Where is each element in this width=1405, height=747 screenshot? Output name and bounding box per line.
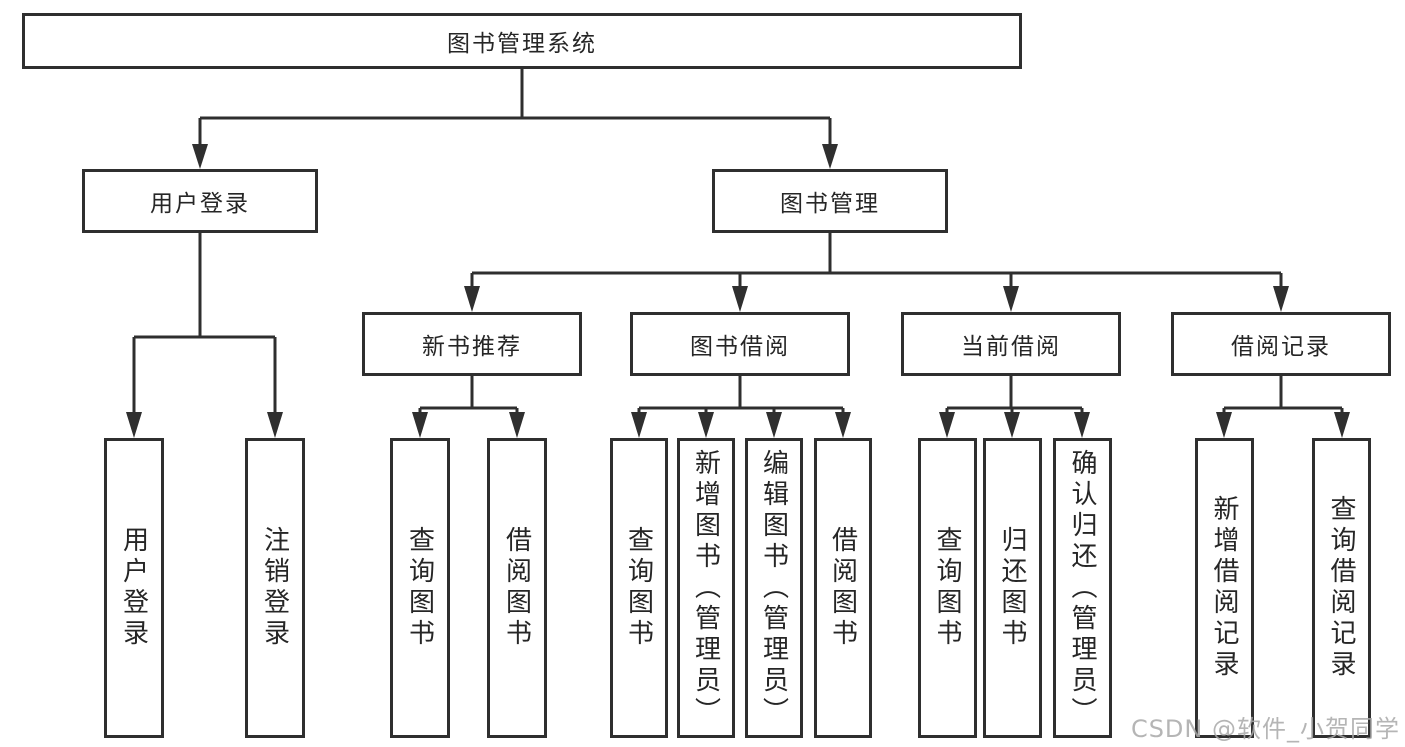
node-book-management: 图书管理 xyxy=(712,169,948,233)
leaf-borrow-edit-books-admin: 编辑图书（管理员） xyxy=(745,438,803,738)
leaf-borrow-add-books-admin: 新增图书（管理员） xyxy=(677,438,735,738)
connector-current-borrow xyxy=(939,376,1090,438)
leaf-borrow-borrow-books: 借阅图书 xyxy=(814,438,872,738)
node-borrow-records: 借阅记录 xyxy=(1171,312,1391,376)
connector-book-borrow xyxy=(631,376,851,438)
leaf-current-return-books: 归还图书 xyxy=(983,438,1042,738)
leaf-borrow-query-books: 查询图书 xyxy=(610,438,668,738)
csdn-watermark: CSDN @软件_小贺同学 xyxy=(1130,715,1400,743)
node-user-login: 用户登录 xyxy=(82,169,318,233)
leaf-records-query-borrow-record: 查询借阅记录 xyxy=(1312,438,1371,738)
leaf-records-add-borrow-record: 新增借阅记录 xyxy=(1195,438,1254,738)
node-root-system: 图书管理系统 xyxy=(22,13,1022,69)
leaf-current-query-books: 查询图书 xyxy=(918,438,977,738)
connector-borrow-records xyxy=(1216,376,1350,438)
connector-user-login xyxy=(126,233,283,438)
connector-new-book xyxy=(412,376,525,438)
leaf-newbook-borrow-books: 借阅图书 xyxy=(487,438,547,738)
node-new-book-recommend: 新书推荐 xyxy=(362,312,582,376)
connector-book-management xyxy=(464,233,1289,312)
leaf-user-login: 用户登录 xyxy=(104,438,164,738)
connector-root xyxy=(192,68,838,169)
leaf-newbook-query-books: 查询图书 xyxy=(390,438,450,738)
leaf-current-confirm-return-admin: 确认归还（管理员） xyxy=(1053,438,1112,738)
node-current-borrow: 当前借阅 xyxy=(901,312,1121,376)
leaf-logout: 注销登录 xyxy=(245,438,305,738)
node-book-borrow: 图书借阅 xyxy=(630,312,850,376)
